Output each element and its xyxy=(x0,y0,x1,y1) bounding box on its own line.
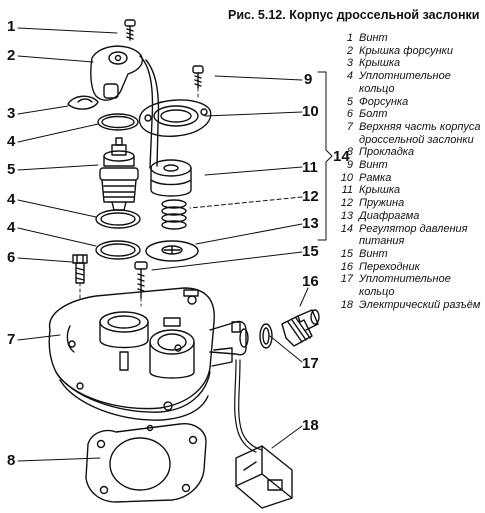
legend-item: 1 Винт xyxy=(337,32,483,45)
legend-item-number: 9 xyxy=(346,159,353,172)
legend-item-text: Винт xyxy=(359,247,388,260)
legend-item: 15 Винт xyxy=(337,248,483,261)
legend-item-number: 6 xyxy=(346,108,353,121)
legend-item: 5 Форсунка xyxy=(337,96,483,109)
legend-item: 13 Диафрагма xyxy=(337,210,483,223)
gasket-8 xyxy=(85,423,207,503)
legend-item-text: Электрический разъём xyxy=(359,298,481,311)
adapter-16 xyxy=(281,309,320,347)
callout-7: 7 xyxy=(7,331,16,348)
throttle-body-7 xyxy=(48,287,249,421)
legend-item-number: 11 xyxy=(341,184,353,197)
diaphragm-13 xyxy=(145,240,199,262)
wire-harness xyxy=(234,359,263,453)
legend-item-text: Пружина xyxy=(359,197,405,210)
legend-item: 18 Электрический разъём xyxy=(337,299,483,312)
legend-item-number: 8 xyxy=(346,146,353,159)
legend-item-number: 2 xyxy=(346,44,353,57)
legend-item: 17 Уплотнительное кольцо xyxy=(337,273,483,298)
callout-15: 15 xyxy=(302,243,319,260)
callout-16: 16 xyxy=(302,273,319,290)
legend-item: 16 Переходник xyxy=(337,261,483,274)
callout-4c: 4 xyxy=(7,219,16,236)
legend-item-number: 17 xyxy=(340,273,353,286)
callout-1: 1 xyxy=(7,18,16,35)
assembly-axis-lines xyxy=(79,87,199,307)
legend-item-text: Прокладка xyxy=(359,146,415,159)
callout-6: 6 xyxy=(7,249,16,266)
legend-item: 6 Болт xyxy=(337,108,483,121)
legend-item-number: 4 xyxy=(346,70,353,83)
legend-item-number: 3 xyxy=(346,57,353,70)
callout-17: 17 xyxy=(302,355,319,372)
leader-lines xyxy=(17,27,333,462)
legend-item: 2 Крышка форсунки xyxy=(337,45,483,58)
legend-item: 12 Пружина xyxy=(337,197,483,210)
injector-5 xyxy=(99,137,139,211)
figure-title: Рис. 5.12. Корпус дроссельной заслонки xyxy=(228,8,480,22)
legend-item-text: Винт xyxy=(359,159,388,172)
legend-item-number: 14 xyxy=(340,222,353,235)
legend-item: 9 Винт xyxy=(337,159,483,172)
sealing-ring-17 xyxy=(259,323,273,349)
legend-item-number: 18 xyxy=(340,298,353,311)
legend-item-number: 10 xyxy=(340,171,353,184)
legend-item-number: 5 xyxy=(346,95,353,108)
spring-12 xyxy=(161,199,187,230)
legend-item: 7 Верхняя часть корпуса дроссельной засло… xyxy=(337,121,483,146)
legend-item-text: Уплотнительное кольцо xyxy=(359,273,451,299)
legend-item: 10 Рамка xyxy=(337,172,483,185)
callout-4b: 4 xyxy=(7,191,16,208)
legend-item-number: 16 xyxy=(340,260,353,273)
legend-item-text: Регулятор давления питания xyxy=(359,222,468,248)
legend-item-number: 1 xyxy=(346,32,353,44)
legend-item-text: Диафрагма xyxy=(359,209,420,222)
legend-item-number: 12 xyxy=(340,197,353,210)
legend-item-text: Переходник xyxy=(359,260,420,273)
callout-5: 5 xyxy=(7,161,16,178)
legend-item-text: Верхняя часть корпуса дроссельной заслон… xyxy=(359,120,481,146)
legend-item: 14 Регулятор давления питания xyxy=(337,223,483,248)
legend-item-text: Болт xyxy=(359,108,388,121)
screw-1 xyxy=(124,19,136,41)
callout-13: 13 xyxy=(302,215,319,232)
screw-15 xyxy=(134,261,148,299)
legend-item-number: 13 xyxy=(340,209,353,222)
legend-item: 8 Прокладка xyxy=(337,146,483,159)
screw-9 xyxy=(192,65,204,89)
legend-item: 3 Крышка xyxy=(337,57,483,70)
legend-item-text: Форсунка xyxy=(359,95,409,108)
legend-item: 4 Уплотнительное кольцо xyxy=(337,70,483,95)
legend-item-number: 7 xyxy=(346,120,353,133)
legend-item-text: Винт xyxy=(359,32,388,44)
cap-3 xyxy=(67,95,99,110)
legend-item-text: Крышка xyxy=(359,184,401,197)
legend-item-text: Рамка xyxy=(359,171,392,184)
regulator-cover-11 xyxy=(150,159,192,197)
legend-item-text: Уплотнительное кольцо xyxy=(359,70,451,95)
bolt-6 xyxy=(72,254,88,284)
callout-2: 2 xyxy=(7,47,16,64)
legend-item-text: Крышка xyxy=(359,57,401,70)
callout-3: 3 xyxy=(7,105,16,122)
callout-18: 18 xyxy=(302,417,319,434)
callout-4a: 4 xyxy=(7,133,16,150)
callout-10: 10 xyxy=(302,103,319,120)
legend-item: 11 Крышка xyxy=(337,184,483,197)
callout-8: 8 xyxy=(7,452,16,469)
legend-item-text: Крышка форсунки xyxy=(359,44,453,57)
callout-14: 14 xyxy=(333,148,350,165)
injector-cover-2 xyxy=(90,45,160,169)
legend-item-number: 15 xyxy=(340,247,353,260)
callout-9: 9 xyxy=(304,71,313,88)
o-rings-4 xyxy=(95,113,141,260)
connector-18 xyxy=(235,445,293,509)
callout-12: 12 xyxy=(302,188,319,205)
callout-11: 11 xyxy=(302,159,318,176)
frame-10 xyxy=(138,99,212,137)
